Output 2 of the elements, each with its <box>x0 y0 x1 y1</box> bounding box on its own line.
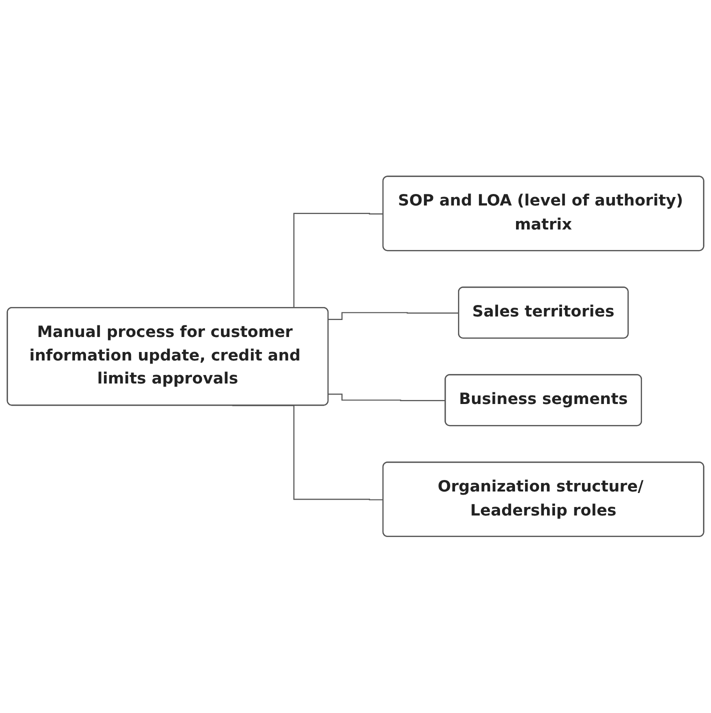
connector <box>328 312 460 320</box>
connector <box>328 394 446 402</box>
